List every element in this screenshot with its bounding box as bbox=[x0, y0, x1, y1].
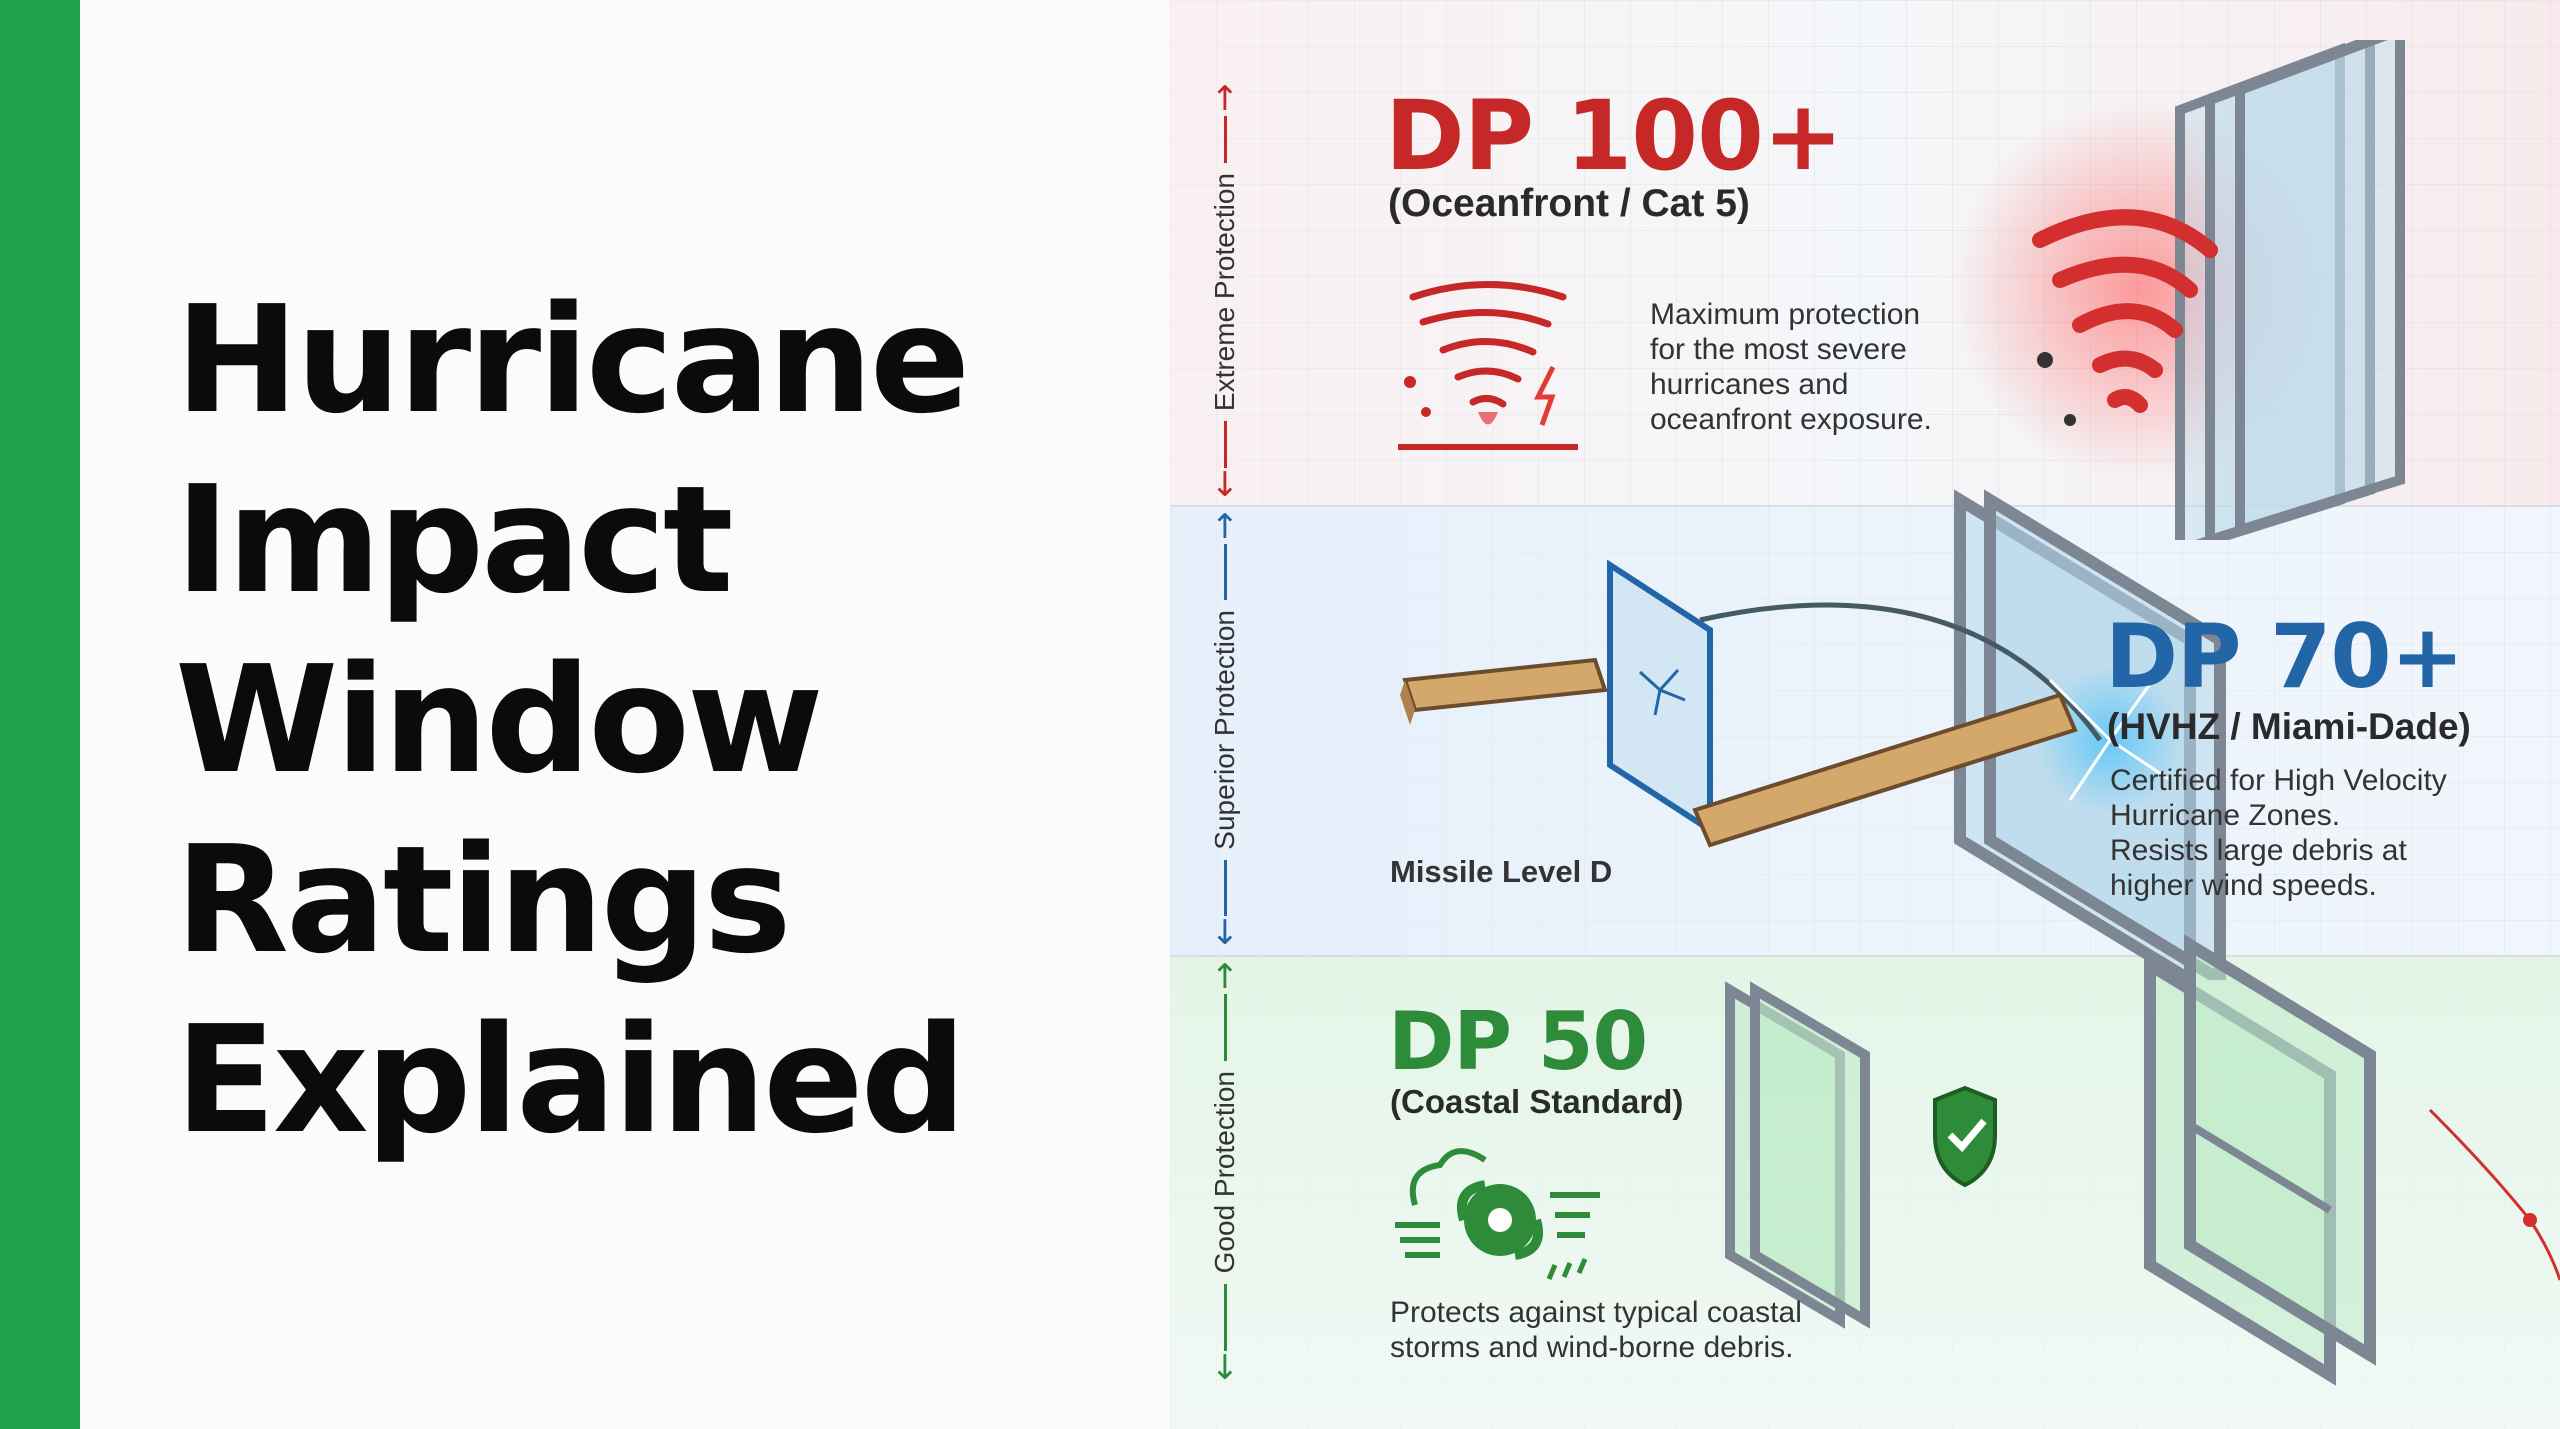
rating-subtitle: (Coastal Standard) bbox=[1390, 1083, 1684, 1120]
desc-line: Maximum protection bbox=[1650, 298, 1921, 331]
title-line: Impact bbox=[175, 454, 734, 626]
accent-bar bbox=[0, 0, 80, 1429]
rating-dp100: DP 100+ bbox=[1385, 80, 1843, 192]
tornado-icon bbox=[1398, 281, 1578, 450]
scale-line bbox=[1223, 1283, 1227, 1351]
band-label: Superior Protection bbox=[1209, 610, 1240, 850]
desc-line: oceanfront exposure. bbox=[1650, 403, 1932, 436]
arrow-up-icon: ↑ bbox=[1210, 957, 1240, 997]
rating-description: Protects against typical coastal storms … bbox=[1390, 1295, 1802, 1365]
superior-protection-scale: ↑ Superior Protection ↓ bbox=[1190, 510, 1260, 950]
page-title: Hurricane Impact Window Ratings Explaine… bbox=[175, 270, 970, 1170]
arrow-down-icon: ↓ bbox=[1210, 465, 1240, 506]
green-window-icon bbox=[2144, 934, 2376, 1386]
title-line: Window bbox=[175, 634, 824, 806]
red-glow-window-tornado-icon bbox=[1950, 40, 2405, 540]
title-panel bbox=[80, 0, 1170, 1429]
band-extreme bbox=[1170, 0, 2560, 505]
arrow-down-icon: ↓ bbox=[1210, 913, 1240, 953]
arrow-up-icon: ↑ bbox=[1210, 79, 1240, 119]
title-line: Explained bbox=[175, 994, 967, 1166]
good-protection-scale: ↑ Good Protection ↓ bbox=[1190, 960, 1260, 1385]
arrow-up-icon: ↑ bbox=[1210, 507, 1240, 547]
rating-dp70: DP 70+ bbox=[2105, 605, 2464, 708]
blue-glow-window-impact-icon bbox=[1692, 489, 2226, 980]
desc-line: Certified for High Velocity bbox=[2110, 764, 2447, 797]
rating-dp50: DP 50 bbox=[1388, 995, 1648, 1088]
storm-wind-icon bbox=[1395, 1148, 1600, 1280]
scale-line bbox=[1223, 421, 1227, 469]
title-line: Ratings bbox=[175, 814, 792, 986]
arrow-down-icon: ↓ bbox=[1210, 1348, 1240, 1388]
scale-line bbox=[1223, 859, 1227, 916]
desc-line: storms and wind-borne debris. bbox=[1390, 1331, 1794, 1364]
rating-subtitle: (Oceanfront / Cat 5) bbox=[1388, 182, 1750, 225]
band-superior bbox=[1170, 505, 2560, 957]
rating-description: Maximum protection for the most severe h… bbox=[1650, 297, 1932, 437]
scale-line bbox=[1223, 994, 1227, 1062]
desc-line: hurricanes and bbox=[1650, 368, 1849, 401]
missile-level-label: Missile Level D bbox=[1390, 854, 1613, 889]
green-window-shield-icon bbox=[1725, 981, 1997, 1329]
desc-line: Hurricane Zones. bbox=[2110, 799, 2341, 832]
rating-subtitle: (HVHZ / Miami-Dade) bbox=[2107, 706, 2471, 747]
desc-line: for the most severe bbox=[1650, 333, 1907, 366]
extreme-protection-scale: ↑ Extreme Protection ↓ bbox=[1190, 82, 1260, 502]
desc-line: Protects against typical coastal bbox=[1390, 1296, 1802, 1329]
scale-line bbox=[1223, 544, 1227, 601]
scale-line bbox=[1223, 116, 1227, 163]
band-label: Good Protection bbox=[1209, 1071, 1240, 1274]
desc-line: higher wind speeds. bbox=[2110, 869, 2377, 902]
title-line: Hurricane bbox=[175, 274, 970, 446]
ratings-infographic: ↑ Extreme Protection ↓ DP 100+ (Oceanfro… bbox=[1170, 0, 2560, 1429]
band-label: Extreme Protection bbox=[1209, 172, 1240, 412]
storm-track-icon bbox=[2428, 1108, 2560, 1281]
rating-description: Certified for High Velocity Hurricane Zo… bbox=[2110, 763, 2447, 903]
desc-line: Resists large debris at bbox=[2110, 834, 2407, 867]
